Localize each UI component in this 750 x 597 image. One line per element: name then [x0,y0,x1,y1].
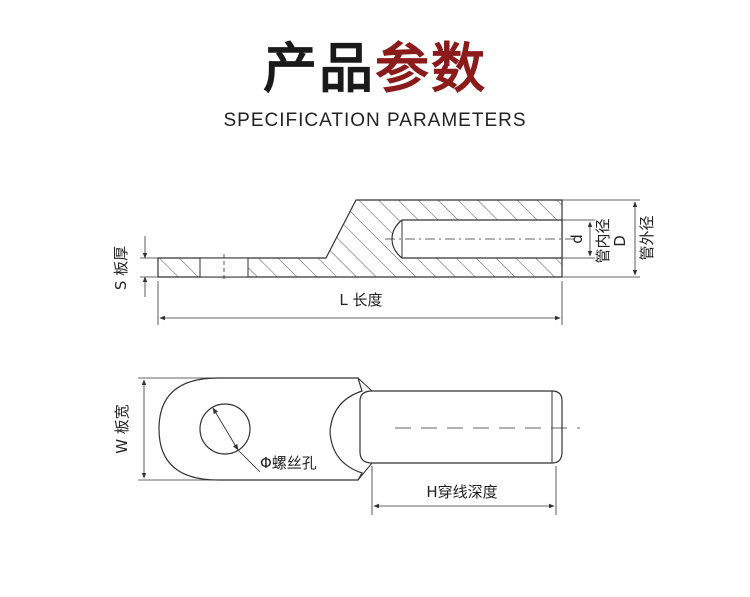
label-screw-hole: Φ螺丝孔 [260,454,317,472]
label-plate-width: W 板宽 [113,404,131,454]
barrel [359,390,563,464]
side-section-view [140,199,640,325]
label-inner-dia: 管内径 [594,218,612,263]
label-outer-dia: 管外径 [638,215,656,260]
inner-bore [391,219,563,259]
top-view [138,377,580,515]
title-part-params: 参数 [375,37,487,100]
title-part-product: 产品 [263,37,375,100]
label-inner-d: d [568,234,586,244]
label-plate-thickness: S 板厚 [112,246,130,290]
label-wire-depth: H穿线深度 [426,483,497,501]
label-length: L 长度 [339,291,382,309]
screw-hole-section [199,257,249,278]
page-title: 产品参数 [0,34,750,104]
label-D: D [611,235,629,247]
page-subtitle: SPECIFICATION PARAMETERS [223,110,527,131]
